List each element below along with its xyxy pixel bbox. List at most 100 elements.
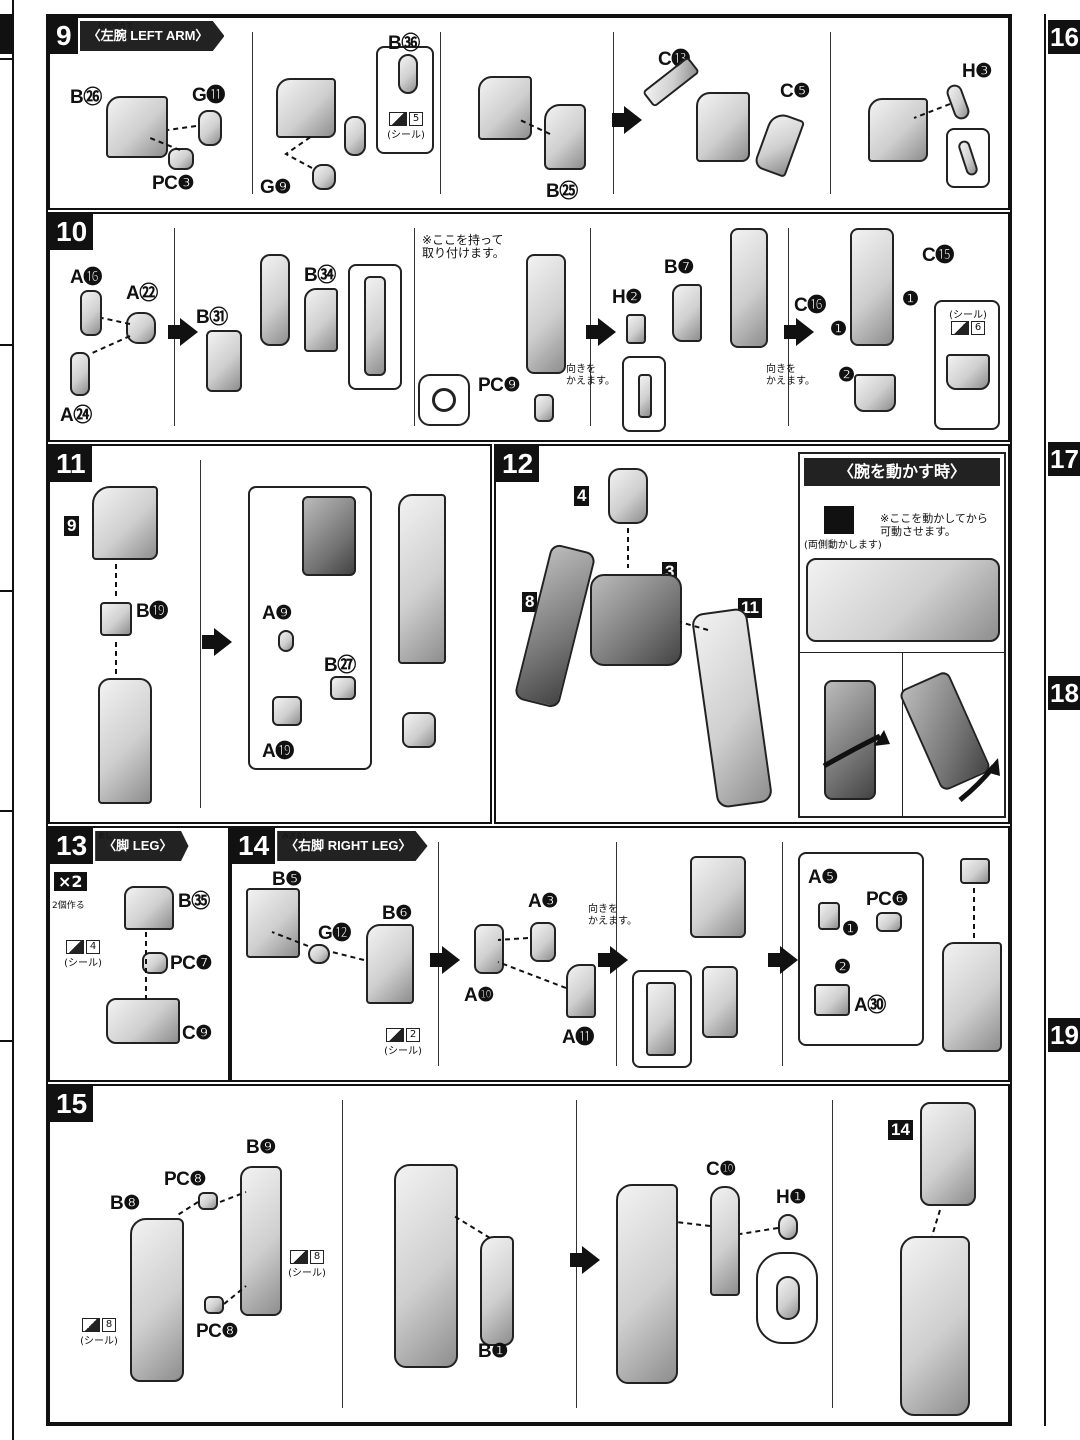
part-label: H❸ [962, 61, 992, 82]
part-label: A⓰ [70, 267, 102, 288]
assembly-guide-lines [931, 1209, 941, 1237]
sticker-text: (シール) [949, 310, 987, 321]
step-header: 12 [496, 446, 540, 482]
edge-rule [0, 58, 14, 60]
step-title-ruby: みぎあし [282, 832, 310, 840]
sub-divider [414, 228, 415, 426]
joint-part-drawing [776, 1276, 800, 1320]
arm-part-drawing [344, 116, 366, 156]
sticker-icon [951, 321, 969, 335]
sticker-text: (シール) [64, 958, 102, 969]
arm-part-drawing [276, 78, 336, 138]
arm-part-drawing [672, 284, 702, 342]
sticker-indicator: (シール) 6 [938, 306, 998, 335]
arm-part-drawing [100, 602, 132, 636]
step-number: 10 [50, 214, 94, 250]
step-14-panel: 14 〈右脚 RIGHT LEG〉 みぎあし B❺ G⓬ B❻ 2 (シール) … [230, 826, 1010, 1082]
step-10-panel: 10 A⓰ A㉒ A㉔ B㉛ B㉞ ※ここを持って 取り付けます。 PC❾ 向き… [48, 212, 1010, 442]
leg-part-drawing [480, 1236, 514, 1346]
leg-part-drawing [366, 924, 414, 1004]
assembly-guide-lines [175, 1191, 247, 1305]
step-13-panel: 13 〈脚 LEG〉 あし ×2 2個作る B㉟ PC❼ C❾ 4 (シール) [48, 826, 230, 1082]
sticker-icon [82, 1318, 100, 1332]
step-header: 14 〈右脚 RIGHT LEG〉 [232, 828, 428, 864]
sub-divider [342, 1100, 343, 1408]
step-marker: ❷ [838, 365, 855, 386]
arm-part-drawing [696, 92, 750, 162]
joint-part-drawing [778, 1214, 798, 1240]
sticker-text: (シール) [384, 1046, 422, 1057]
reference-tag: 9 [64, 516, 80, 536]
polycap-drawing [168, 148, 194, 170]
step-arrow [612, 106, 642, 134]
step-header: 15 [50, 1086, 94, 1122]
part-label: PC❻ [866, 889, 908, 910]
part-label: G❾ [260, 177, 291, 198]
joint-part-drawing [278, 630, 294, 652]
part-label: B㉞ [304, 265, 336, 286]
arm-part-drawing [854, 374, 896, 412]
step-arrow [586, 318, 616, 346]
step-marker: ❶ [902, 289, 919, 310]
part-label: A㉚ [854, 995, 886, 1016]
sticker-text: (シール) [387, 130, 425, 141]
leg-part-drawing [124, 886, 174, 930]
edge-rule [0, 1040, 14, 1042]
polycap-drawing [534, 394, 554, 422]
part-label: B❻ [382, 903, 412, 924]
arm-part-drawing [946, 354, 990, 390]
part-label: B㉟ [178, 891, 210, 912]
leg-part-drawing [690, 856, 746, 938]
arm-part-drawing [304, 288, 338, 352]
part-label: A⓳ [262, 741, 294, 762]
step-arrow [598, 946, 628, 974]
next-step-number: 16 [1048, 20, 1080, 54]
step-header: 10 [50, 214, 94, 250]
part-label: PC❽ [196, 1321, 238, 1342]
part-label: A㉔ [60, 405, 92, 426]
sticker-indicator: 5 (シール) [384, 112, 428, 141]
sticker-callout: (シール) 6 [934, 300, 1000, 430]
part-label: B❾ [246, 1137, 276, 1158]
assembly-guide-lines [497, 937, 567, 989]
arm-movement-box: 〈腕を動かす時〉 ※ここを動かしてから 可動させます。 (両側動かします) [798, 452, 1006, 818]
part-label: B㉕ [546, 181, 578, 202]
step-marker: ❶ [842, 919, 859, 940]
joint-part-drawing [80, 290, 102, 336]
quantity-badge: ×2 [54, 872, 87, 891]
part-label: C❺ [780, 81, 810, 102]
next-step-number: 18 [1048, 676, 1080, 710]
next-step-number: 19 [1048, 1018, 1080, 1052]
detail-callout [418, 374, 470, 426]
sticker-indicator: 2 (シール) [378, 1028, 428, 1057]
arm-movement-side-note: (両側動かします) [804, 540, 882, 551]
assembly-guide-lines [675, 1221, 779, 1235]
step-marker: ❶ [830, 319, 847, 340]
detail-callout [632, 970, 692, 1068]
leg-part-drawing [130, 1218, 184, 1382]
step-title: 〈右脚 RIGHT LEG〉 [277, 831, 428, 861]
part-label: G⓬ [318, 923, 351, 944]
leg-part-drawing [246, 888, 300, 958]
detail-callout: A❺ PC❻ A㉚ ❶ ❷ [798, 852, 924, 1046]
leg-part-drawing [394, 1164, 458, 1368]
step-number: 15 [50, 1086, 94, 1122]
quantity-note: 2個作る [52, 901, 85, 911]
sticker-text: (シール) [80, 1336, 118, 1347]
arm-part-drawing [106, 96, 168, 158]
part-label: PC❽ [164, 1169, 206, 1190]
arm-part-drawing [730, 228, 768, 348]
sticker-number: 4 [86, 940, 100, 954]
left-page-edge [0, 0, 14, 1440]
leg-part-drawing [530, 922, 556, 962]
step-title-ruby: あし [98, 832, 112, 840]
assembly-guide-lines [271, 931, 365, 961]
leg-part-drawing [710, 1186, 740, 1296]
leg-part-drawing [900, 1236, 970, 1416]
sticker-number: 5 [409, 112, 423, 126]
arm-part-drawing [868, 98, 928, 162]
part-label: A❸ [528, 891, 558, 912]
movement-arrows [822, 730, 1000, 802]
joint-part-drawing [814, 984, 850, 1016]
sticker-number: 2 [406, 1028, 420, 1042]
